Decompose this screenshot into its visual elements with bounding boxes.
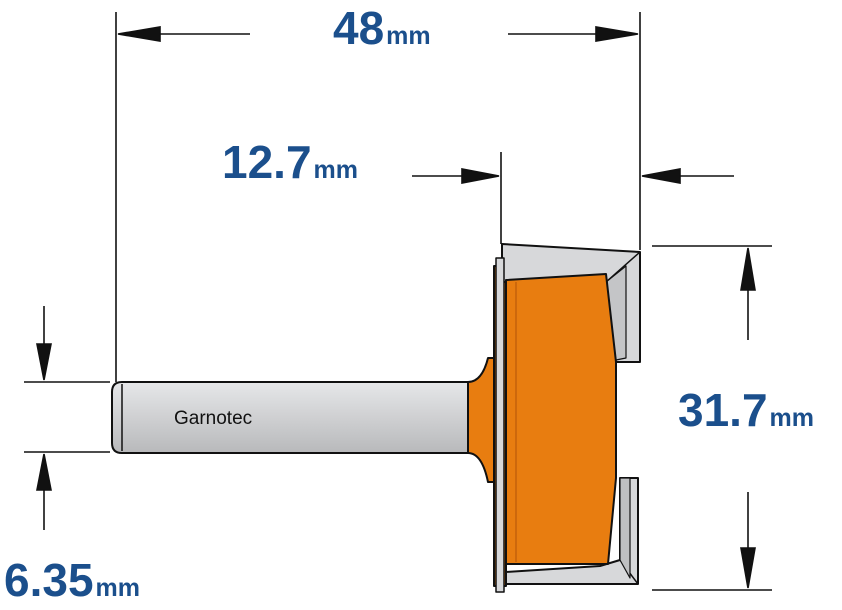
arrowhead-right-icon — [461, 168, 500, 184]
cutter-body — [505, 273, 617, 565]
carbide-edge — [495, 257, 505, 593]
extension-lines — [24, 12, 772, 591]
arrowhead-up-icon — [36, 453, 52, 491]
neck — [467, 357, 497, 483]
dimension-label-shank-length: 12.7mm — [222, 136, 358, 188]
dimension-label-overall-width: 48mm — [333, 2, 431, 54]
arrowhead-up-icon — [740, 247, 756, 291]
arrowhead-left-icon — [641, 168, 681, 184]
arrowhead-down-icon — [36, 343, 52, 381]
arrowhead-right-icon — [595, 26, 639, 42]
arrowhead-left-icon — [117, 26, 161, 42]
arrowhead-down-icon — [740, 547, 756, 589]
router-bit — [111, 243, 641, 593]
dimension-label-shank-diameter: 6.35mm — [4, 554, 140, 606]
shank — [111, 381, 471, 454]
dimension-label-cutting-height: 31.7mm — [678, 384, 814, 436]
dimension-arrows — [36, 26, 756, 589]
brand-label: Garnotec — [174, 408, 252, 429]
